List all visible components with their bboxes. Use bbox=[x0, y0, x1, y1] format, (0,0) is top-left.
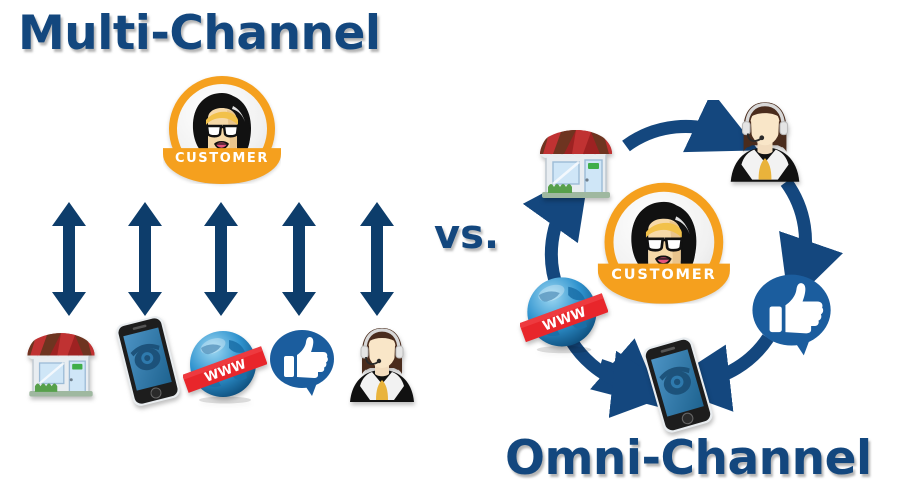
globe-www-icon: WWW bbox=[519, 272, 609, 356]
mobile-phone-icon bbox=[640, 336, 716, 434]
thumbs-up-bubble-icon bbox=[268, 328, 340, 398]
storefront-icon bbox=[530, 118, 622, 206]
two-way-arrow-support bbox=[360, 202, 394, 316]
customer-face-icon bbox=[192, 93, 251, 160]
two-way-arrow-web bbox=[204, 202, 238, 316]
storefront-icon bbox=[18, 322, 104, 404]
customer-badge-omni: CUSTOMER bbox=[597, 182, 732, 317]
globe-www-icon: WWW bbox=[182, 326, 268, 406]
mobile-phone-icon bbox=[112, 315, 184, 407]
badge-label: CUSTOMER bbox=[174, 151, 269, 166]
support-agent-icon bbox=[722, 96, 808, 186]
customer-badge-multi: CUSTOMER bbox=[163, 76, 283, 196]
two-way-arrow-store bbox=[52, 202, 86, 316]
versus-label: vs. bbox=[434, 212, 500, 258]
thumbs-up-bubble-icon bbox=[750, 272, 838, 358]
badge-label: CUSTOMER bbox=[611, 266, 717, 284]
omni-channel-title: Omni-Channel bbox=[505, 431, 872, 486]
support-agent-icon bbox=[342, 322, 422, 406]
multi-channel-title: Multi-Channel bbox=[18, 6, 381, 61]
customer-face-icon bbox=[631, 201, 697, 277]
two-way-arrow-mobile bbox=[128, 202, 162, 316]
two-way-arrow-social bbox=[282, 202, 316, 316]
